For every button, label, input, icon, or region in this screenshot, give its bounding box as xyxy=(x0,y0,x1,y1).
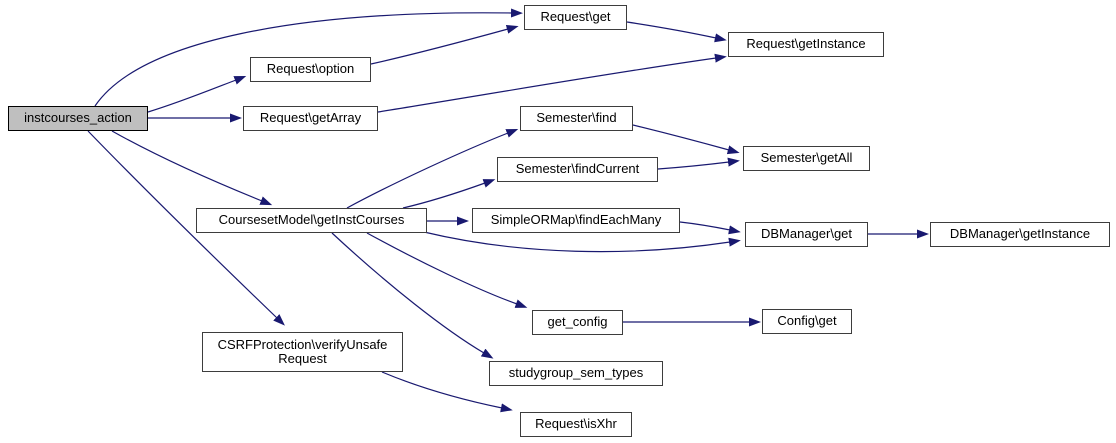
node-dbmanager-get[interactable]: DBManager\get xyxy=(745,222,868,247)
node-request-getarray[interactable]: Request\getArray xyxy=(243,106,378,131)
edge-instcourses-to-request-get xyxy=(94,8,523,107)
node-csrfprotection-verifyunsaferequest[interactable]: CSRFProtection\verifyUnsafe Request xyxy=(202,332,403,372)
node-label-line1: CSRFProtection\verifyUnsafe xyxy=(217,336,388,352)
node-request-getinstance[interactable]: Request\getInstance xyxy=(728,32,884,57)
node-get-config[interactable]: get_config xyxy=(532,310,623,335)
node-request-option[interactable]: Request\option xyxy=(250,57,371,82)
node-config-get[interactable]: Config\get xyxy=(762,309,852,334)
node-semester-find[interactable]: Semester\find xyxy=(520,106,633,131)
edge-csrf-to-isxhr xyxy=(381,371,513,413)
edge-get-to-getinstance xyxy=(626,21,727,43)
edge-findcurrent-to-getall xyxy=(657,157,740,170)
edge-find-to-getall xyxy=(632,124,740,155)
node-dbmanager-getinstance[interactable]: DBManager\getInstance xyxy=(930,222,1110,247)
node-semester-getall[interactable]: Semester\getAll xyxy=(743,146,870,171)
edge-getinstcourses-to-semester-findcurrent xyxy=(402,179,496,209)
node-instcourses-action: instcourses_action xyxy=(8,106,148,131)
node-request-isxhr[interactable]: Request\isXhr xyxy=(520,412,632,437)
edge-getinstcourses-to-studygroup xyxy=(331,232,494,359)
edge-getinstcourses-to-semester-find xyxy=(346,128,519,209)
node-label-line2: Request xyxy=(278,351,327,366)
edge-getinstcourses-to-dbmanager-get xyxy=(423,231,741,253)
node-coursesetmodel-getinstcourses[interactable]: CoursesetModel\getInstCourses xyxy=(196,208,427,233)
edge-instcourses-to-getinstcourses xyxy=(111,130,273,206)
node-semester-findcurrent[interactable]: Semester\findCurrent xyxy=(497,157,658,182)
node-simpleormap-findeachmany[interactable]: SimpleORMap\findEachMany xyxy=(472,208,680,233)
edge-option-to-request-get xyxy=(370,24,519,65)
edge-getinstcourses-to-get-config xyxy=(366,232,528,308)
edge-instcourses-to-request-option xyxy=(147,76,247,113)
node-studygroup-sem-types[interactable]: studygroup_sem_types xyxy=(489,361,663,386)
edge-simpleormap-to-dbmanager-get xyxy=(679,221,741,235)
edge-getarray-to-getinstance xyxy=(377,53,727,113)
node-request-get[interactable]: Request\get xyxy=(524,5,627,30)
edge-instcourses-to-csrf xyxy=(87,130,285,326)
